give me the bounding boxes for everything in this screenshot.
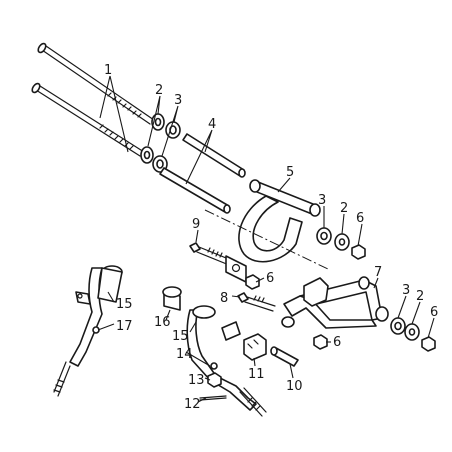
castle-nut (207, 372, 222, 388)
bushing-upper-right (316, 227, 332, 245)
spindle-left (53, 265, 123, 397)
sleeve-upper (182, 133, 246, 178)
pivot-axis-line (204, 209, 331, 271)
tie-rod-bracket (243, 333, 267, 361)
pivot-bolt-upper (37, 42, 155, 125)
callout-12: 12 (184, 397, 201, 412)
callout-2-lower-right: 2 (416, 289, 424, 304)
callout-16: 16 (154, 315, 171, 330)
washer-lower-right (404, 323, 420, 341)
callout-10: 10 (286, 379, 303, 394)
callout-17: 17 (116, 319, 133, 334)
callout-6-lower-center: 6 (333, 335, 341, 350)
callout-3-lower-right: 3 (402, 283, 410, 298)
callout-6-lower-right: 6 (430, 305, 438, 320)
callout-2-top: 2 (155, 83, 163, 98)
washer-upper-right (334, 233, 350, 251)
nut-lower-center (313, 334, 328, 350)
washer-lower (140, 146, 154, 164)
pivot-bolt-lower (31, 82, 145, 157)
spindle-right (186, 305, 267, 417)
callout-14: 14 (176, 347, 193, 362)
ball-joint-bracket (225, 255, 247, 283)
callout-6-upper-right: 6 (356, 211, 364, 226)
callout-3-top: 3 (174, 93, 182, 108)
spindle-bushing (162, 286, 182, 311)
spindle-pin-right (210, 362, 218, 370)
callout-11: 11 (248, 367, 265, 382)
upper-a-arm (238, 179, 321, 263)
nut-upper-right (351, 244, 366, 260)
nut-lower-right (421, 336, 436, 352)
callout-1: 1 (104, 63, 112, 78)
callout-4: 4 (208, 117, 216, 132)
leader-lines (97, 75, 435, 403)
pivot-pin (270, 346, 299, 367)
cotter-pin (199, 395, 227, 401)
callout-9: 9 (192, 217, 200, 232)
lower-a-arm (281, 276, 389, 329)
bushing-lower-right (390, 317, 406, 335)
callout-7: 7 (374, 265, 382, 280)
lower-arm-bolt (237, 292, 276, 312)
callout-labels: 1 2 3 4 5 3 2 6 9 6 7 8 3 2 6 15 17 16 1… (104, 63, 438, 412)
callout-8: 8 (220, 291, 228, 306)
callout-2-upper-right: 2 (340, 201, 348, 216)
callout-13: 13 (188, 373, 205, 388)
sleeve-lower (159, 167, 231, 214)
callout-5: 5 (286, 165, 294, 180)
callout-15-left: 15 (116, 297, 133, 312)
callout-15-right: 15 (172, 329, 189, 344)
nut-bracket (245, 274, 260, 290)
callout-3-upper-right: 3 (318, 193, 326, 208)
callout-6-bracket: 6 (266, 271, 274, 286)
